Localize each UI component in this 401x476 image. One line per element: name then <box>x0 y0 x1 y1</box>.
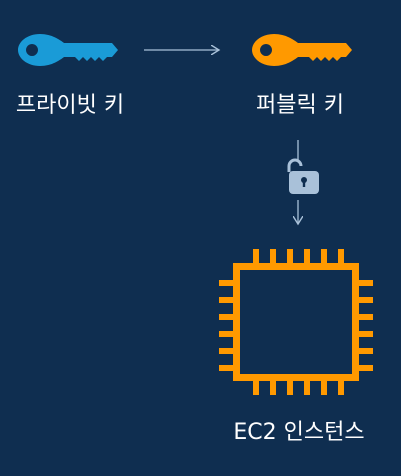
private-key-icon <box>18 34 118 66</box>
unlock-icon <box>287 158 319 194</box>
public-key-label: 퍼블릭 키 <box>256 93 344 118</box>
chip-icon <box>219 249 373 395</box>
ec2-instance-label: EC2 인스턴스 <box>233 420 365 445</box>
private-key-label: 프라이빗 키 <box>15 93 125 118</box>
public-key-icon <box>252 34 352 66</box>
